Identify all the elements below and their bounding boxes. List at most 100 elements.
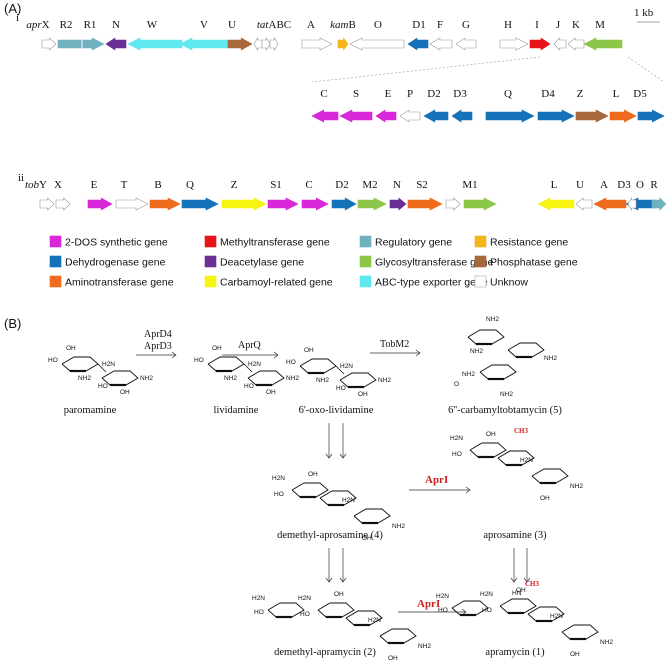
atom-apra-oh: OH — [516, 587, 526, 594]
atom-apra-h2n0: H2N — [436, 593, 449, 600]
gene-arrow-r1-15 — [499, 37, 529, 51]
atom-dmapros-ho: HO — [274, 491, 284, 498]
gene-arrow-r1-3 — [127, 37, 183, 51]
atom-oxo-oh1: OH — [304, 347, 314, 354]
gene-arrow-r1-9 — [301, 37, 333, 51]
atom-dmapra-oh2: OH — [388, 655, 398, 661]
gene-arrow-r3-20 — [651, 197, 667, 211]
zoom-line-right — [627, 56, 665, 83]
gene-arrow-r3-7 — [267, 197, 299, 211]
legend-label-dehydrogenase: Dehydrogenase gene — [65, 257, 166, 269]
gene-arrow-r2-1 — [339, 109, 373, 123]
ring-dmapros-a — [291, 482, 329, 499]
gene-arrow-r3-8 — [301, 197, 329, 211]
gene-label-r2-3: P — [407, 88, 413, 100]
gene-arrow-r2-6 — [485, 109, 535, 123]
ring-dmapra-a — [317, 602, 355, 619]
atom-dmapra-nh2: NH2 — [418, 643, 431, 650]
gene-label-r1-11: D1 — [412, 19, 425, 31]
bond-lividamine — [243, 363, 253, 373]
atom-dmapros-h2n2: H2N — [342, 497, 355, 504]
caption-demethyl-aprosamine: demethyl-aprosamine (4) — [277, 530, 383, 541]
gene-arrow-r1-14 — [455, 37, 477, 51]
atom-paromamine-ho1: HO — [48, 357, 58, 364]
bond-paromamine — [97, 363, 107, 373]
gene-label-r1-1: R2 — [60, 19, 73, 31]
ring-tob-a — [467, 329, 505, 346]
legend-label-abc: ABC-type exporter gene — [375, 277, 488, 289]
enzyme-aprd4: AprD4 — [144, 329, 172, 340]
enzyme-apri-2: AprI — [417, 598, 440, 610]
ring-oxo-b — [339, 372, 377, 389]
atom-lividamine-h2n: H2N — [248, 361, 261, 368]
gene-arrow-r1-4 — [179, 37, 229, 51]
gene-arrow-r3-3 — [115, 197, 149, 211]
zoom-line-left — [311, 56, 541, 83]
gene-label-r3-19: R — [650, 179, 658, 191]
gene-label-r3-18: O — [636, 179, 644, 191]
gene-label-r3-10: M2 — [362, 179, 377, 191]
atom-paromamine-oh1: OH — [66, 345, 76, 352]
atom-paromamine-ho2: HO — [98, 383, 108, 390]
gene-arrow-r2-7 — [537, 109, 575, 123]
gene-label-r1-5: V — [200, 19, 208, 31]
gene-label-r1-16: J — [556, 19, 561, 31]
atom-oxo-h2n: H2N — [340, 363, 353, 370]
gene-arrow-r3-4 — [149, 197, 181, 211]
row-i-label: i — [16, 12, 19, 24]
ring-dmapros-c — [353, 508, 391, 525]
legend-swatch-glycosyl — [359, 255, 372, 268]
atom-apros-oh: OH — [486, 431, 496, 438]
ring-tob-c — [479, 364, 517, 381]
gene-label-r1-2: R1 — [84, 19, 97, 31]
atom-apra-nh2: NH2 — [600, 639, 613, 646]
legend-label-dos: 2-DOS synthetic gene — [65, 237, 168, 249]
legend-swatch-resistance — [474, 235, 487, 248]
gene-arrow-r1-16 — [529, 37, 551, 51]
gene-label-r1-14: H — [504, 19, 512, 31]
atom-lividamine-ho1: HO — [194, 357, 204, 364]
gene-label-r2-4: D2 — [427, 88, 440, 100]
gene-arrow-r2-2 — [375, 109, 397, 123]
gene-label-r2-1: S — [353, 88, 359, 100]
gene-arrow-r1-8 — [269, 36, 279, 52]
gene-label-r1-0: aprX — [26, 19, 49, 31]
legend-label-glycosyl: Glycosyltransferase gene — [375, 257, 494, 269]
atom-apra-ho0: HO — [438, 607, 448, 614]
gene-arrow-r3-13 — [445, 197, 461, 211]
gene-arrow-r1-5 — [227, 37, 253, 51]
gene-arrow-r1-0 — [41, 37, 57, 51]
gene-label-r3-2: E — [91, 179, 98, 191]
gene-arrow-r3-12 — [407, 197, 443, 211]
atom-oxo-ho2: HO — [336, 385, 346, 392]
gene-label-r2-7: D4 — [541, 88, 555, 100]
gene-arrow-r3-17 — [593, 197, 627, 211]
caption-6-oxo-lividamine: 6'-oxo-lividamine — [299, 405, 374, 416]
gene-arrow-r1-17 — [553, 37, 567, 51]
ring-dmapra-b — [345, 610, 383, 627]
chemical-structures: HOOHNH2H2NNH2OHHOHOOHNH2H2NNH2OHHOHOOHNH… — [48, 316, 613, 661]
atom-paromamine-oh2: OH — [120, 389, 130, 396]
reaction-arrows — [136, 349, 531, 616]
gene-label-r1-3: N — [112, 19, 120, 31]
atom-apros-h2n2: H2N — [520, 457, 533, 464]
gene-arrow-r2-9 — [609, 109, 637, 123]
gene-label-r3-3: T — [121, 179, 128, 191]
gene-arrow-r3-0 — [39, 197, 55, 211]
gene-arrow-r1-12 — [407, 37, 429, 51]
enzyme-apri-1: AprI — [425, 474, 448, 486]
enzyme-aprq: AprQ — [238, 340, 262, 351]
gene-label-r2-10: D5 — [633, 88, 647, 100]
ring-paromamine-b — [101, 370, 139, 387]
atom-dmapros-oh2: OH — [362, 535, 372, 542]
atom-dmapra-ho0: HO — [254, 609, 264, 616]
gene-label-r1-12: F — [437, 19, 443, 31]
atom-dmapros-h2n: H2N — [272, 475, 285, 482]
atom-paromamine-h2n: H2N — [102, 361, 115, 368]
atom-lividamine-oh1: OH — [212, 345, 222, 352]
atom-dmapra-oh: OH — [334, 591, 344, 598]
